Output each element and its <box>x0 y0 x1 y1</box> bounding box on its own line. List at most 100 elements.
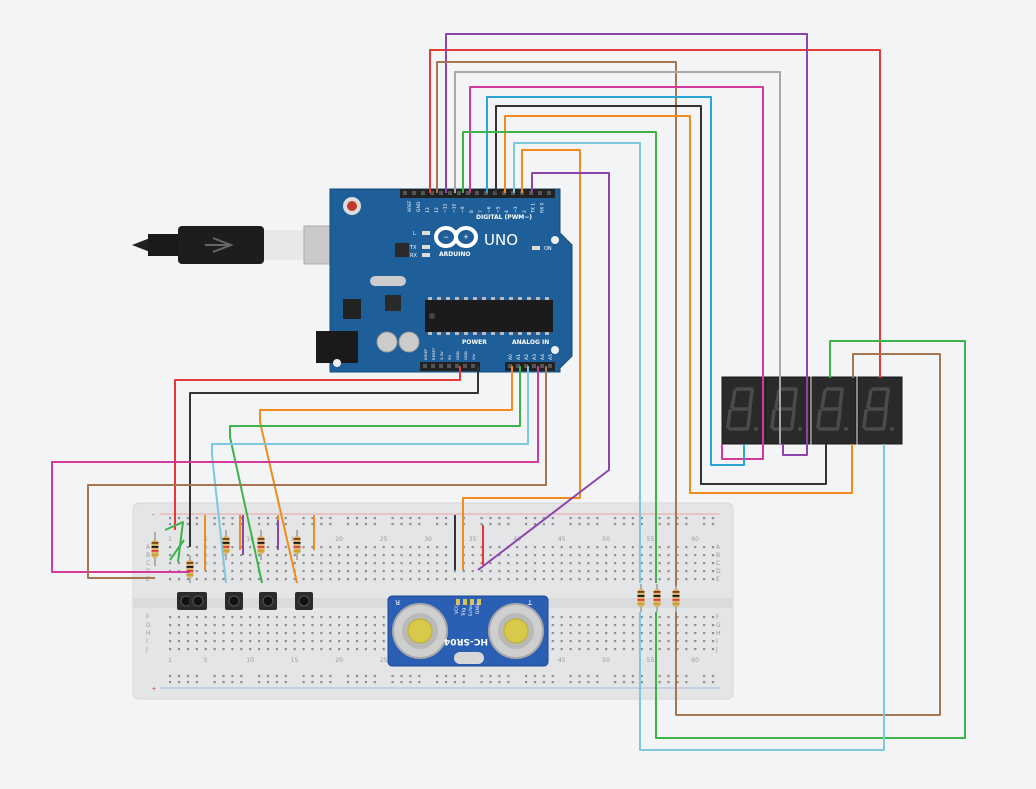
wire-orange <box>504 115 853 494</box>
row-letter: G <box>146 622 151 629</box>
row-letter: F <box>146 614 150 621</box>
analog-pin-label: A1 <box>516 354 522 360</box>
wire-black <box>189 366 479 547</box>
column-number-bottom: 45 <box>558 657 566 664</box>
wire-magenta <box>51 366 539 573</box>
pin-label-gnd: GND <box>416 201 422 212</box>
resistor-icon <box>151 532 159 566</box>
power-pin-label: 3.3V <box>439 351 444 360</box>
power-jack <box>316 331 358 363</box>
power-pin-label: RESET <box>431 347 436 360</box>
digital-pin-label: 2 <box>522 210 528 213</box>
push-button-icon <box>225 592 243 610</box>
row-letter: G <box>716 622 721 629</box>
digital-pin-label: 4 <box>504 210 510 213</box>
digital-pin-label: ~10 <box>451 203 457 213</box>
wire-green <box>169 539 185 561</box>
power-pin-label: IOREF <box>423 349 428 360</box>
wire-green <box>655 340 966 739</box>
resistor-icon <box>637 584 645 612</box>
digital-pwm-label: DIGITAL (PWM~) <box>476 214 532 221</box>
analog-pin-label: A2 <box>524 354 530 360</box>
wire-green <box>164 521 184 563</box>
sensor-mark-t: T <box>527 598 533 606</box>
row-letter: A <box>146 544 151 551</box>
push-button-icon <box>259 592 277 610</box>
row-letter: I <box>146 638 148 645</box>
svg-text:−: − <box>443 232 448 242</box>
column-number-bottom: 5 <box>204 657 208 664</box>
wire-red <box>429 49 881 378</box>
sensor-pin-trig: Trig <box>461 608 467 617</box>
row-letter: F <box>716 614 720 621</box>
pin-label-aref: AREF <box>407 200 413 212</box>
power-pin-label: Vin <box>471 353 476 360</box>
resistor-icon <box>653 584 661 612</box>
column-number-bottom: 15 <box>291 657 299 664</box>
digital-pin-label: ~11 <box>443 203 449 213</box>
ultrasonic-sensor[interactable]: VCC Trig Echo GND HC-SR04 R T <box>387 595 549 667</box>
wires <box>51 33 966 751</box>
column-number-bottom: 10 <box>246 657 254 664</box>
row-letter: A <box>716 544 721 551</box>
seven-segment-digit <box>811 376 857 445</box>
analog-in-label: ANALOG IN <box>512 339 549 346</box>
column-number-top: 50 <box>602 536 610 543</box>
power-pin-label: 5V <box>447 355 452 360</box>
digital-pin-label: 12 <box>434 207 440 213</box>
power-pin-label: GND <box>455 351 460 360</box>
seven-segment-digit <box>721 376 767 445</box>
column-number-top: 30 <box>424 536 432 543</box>
on-led-label: ON <box>544 246 552 252</box>
svg-text:+: + <box>463 232 468 242</box>
column-number-top: 25 <box>380 536 388 543</box>
digital-pin-label: RX 0 <box>539 202 545 213</box>
column-number-top: 10 <box>246 536 254 543</box>
wire-brown <box>675 353 941 716</box>
sensor-pin-gnd: GND <box>475 603 481 614</box>
column-number-bottom: 20 <box>335 657 343 664</box>
seven-segment-digit <box>857 376 903 445</box>
row-letter: E <box>716 576 720 583</box>
column-number-top: 55 <box>647 536 655 543</box>
resistor-icon <box>222 530 230 560</box>
wire-cyan <box>486 96 745 466</box>
row-letter: C <box>146 560 150 567</box>
wire-green <box>462 131 657 583</box>
push-button-icon <box>295 592 313 610</box>
wire-lightblue <box>639 444 885 751</box>
row-letter: J <box>715 646 718 653</box>
wire-black <box>495 105 827 485</box>
wire-purple <box>477 172 610 571</box>
digital-pin-label: ~6 <box>487 206 493 213</box>
sensor-name: HC-SR04 <box>444 636 488 646</box>
row-letter: J <box>145 646 148 653</box>
digital-pin-label: 8 <box>469 210 475 213</box>
analog-header <box>505 362 555 371</box>
arduino-board[interactable]: − + ARDUINO UNO DIGITAL (PWM~) ANALOG IN… <box>132 188 573 373</box>
push-button-icon <box>189 592 207 610</box>
wire-brown <box>436 61 677 586</box>
power-pin-label: GND <box>463 351 468 360</box>
row-letter: E <box>146 576 150 583</box>
column-number-bottom: 1 <box>168 657 172 664</box>
atmega-chip <box>425 300 553 332</box>
seven-segment-display[interactable] <box>721 376 903 445</box>
row-letter: B <box>146 552 150 559</box>
digital-pin-label: ~9 <box>460 206 466 213</box>
usb-cable-icon <box>132 225 335 265</box>
resistor-icon <box>672 584 680 612</box>
column-number-bottom: 50 <box>602 657 610 664</box>
wire-red <box>174 366 461 530</box>
analog-pin-label: A5 <box>548 354 554 360</box>
rail-plus-label: + <box>152 686 156 693</box>
column-number-bottom: 25 <box>380 657 388 664</box>
rx-led-label: RX <box>410 253 417 259</box>
wire-brown <box>87 366 547 579</box>
column-number-top: 45 <box>558 536 566 543</box>
resistor-icon <box>186 555 194 583</box>
wire-gray <box>454 71 781 444</box>
digital-pin-label: ~3 <box>513 206 519 213</box>
digital-pin-label: ~5 <box>495 206 501 213</box>
